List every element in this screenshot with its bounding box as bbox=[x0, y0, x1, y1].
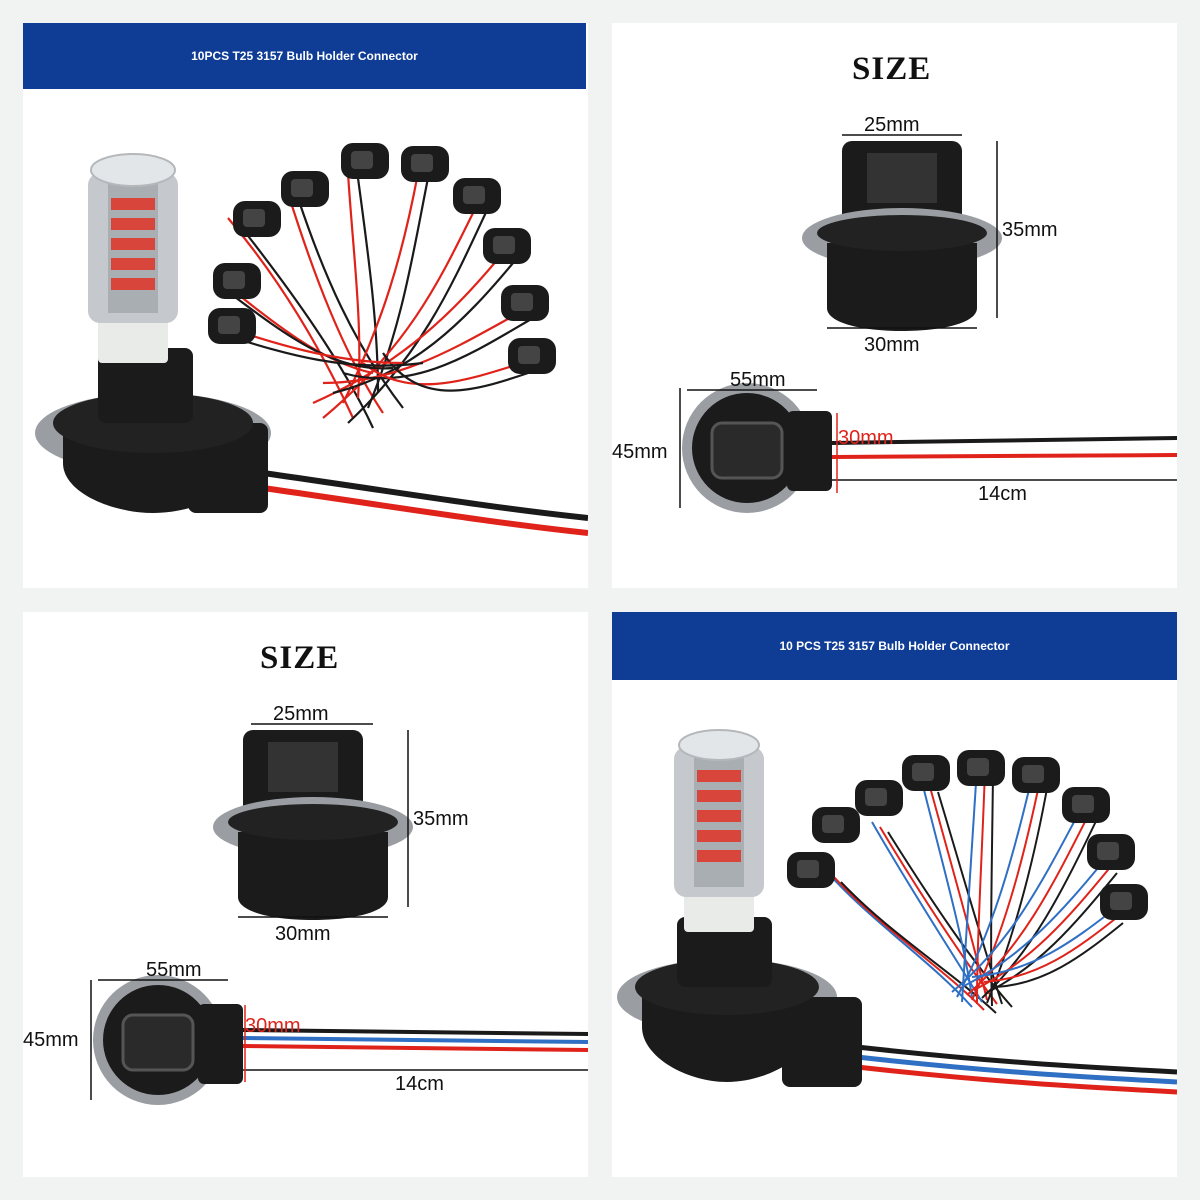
socket-side-view bbox=[93, 975, 588, 1105]
dim-side-height: 45mm bbox=[23, 1029, 79, 1051]
dim-bottom-width: 30mm bbox=[275, 923, 331, 945]
dim-side-height: 45mm bbox=[612, 441, 668, 463]
socket-top-view bbox=[802, 141, 1002, 331]
product-illustration bbox=[617, 729, 1177, 1095]
dim-side-width: 55mm bbox=[146, 959, 202, 981]
socket-dimension-drawing bbox=[90, 723, 588, 1105]
product-photo-panel-top-left: 10PCS T25 3157 Bulb Holder Connector bbox=[23, 23, 588, 588]
socket-side-view bbox=[682, 383, 1177, 513]
size-title: SIZE bbox=[852, 51, 932, 87]
led-bulb-with-socket bbox=[35, 153, 588, 536]
dim-height: 35mm bbox=[413, 808, 469, 830]
dim-cable-length: 14cm bbox=[395, 1073, 444, 1095]
socket-fan bbox=[787, 750, 1148, 1014]
dim-plug-height: 30mm bbox=[838, 427, 894, 449]
dim-top-width: 25mm bbox=[273, 703, 329, 725]
socket-dimension-drawing bbox=[679, 134, 1177, 513]
product-illustration bbox=[35, 143, 588, 536]
dim-bottom-width: 30mm bbox=[864, 334, 920, 356]
size-diagram-panel-bottom-left: SIZE 25mm 35mm 30 bbox=[23, 612, 588, 1177]
socket-top-view bbox=[213, 730, 413, 920]
size-diagram-panel-top-right: SIZE 25mm 35mm bbox=[612, 23, 1177, 588]
dim-cable-length: 14cm bbox=[978, 483, 1027, 505]
dim-height: 35mm bbox=[1002, 219, 1058, 241]
dim-top-width: 25mm bbox=[864, 114, 920, 136]
socket-fan bbox=[208, 143, 556, 429]
product-photo-panel-bottom-right: 10 PCS T25 3157 Bulb Holder Connector bbox=[612, 612, 1177, 1177]
product-title-banner: 10 PCS T25 3157 Bulb Holder Connector bbox=[612, 612, 1177, 680]
size-title: SIZE bbox=[260, 640, 340, 676]
product-title-banner: 10PCS T25 3157 Bulb Holder Connector bbox=[23, 23, 586, 89]
dim-side-width: 55mm bbox=[730, 369, 786, 391]
dim-plug-height: 30mm bbox=[245, 1015, 301, 1037]
led-bulb-with-socket bbox=[617, 729, 1177, 1095]
